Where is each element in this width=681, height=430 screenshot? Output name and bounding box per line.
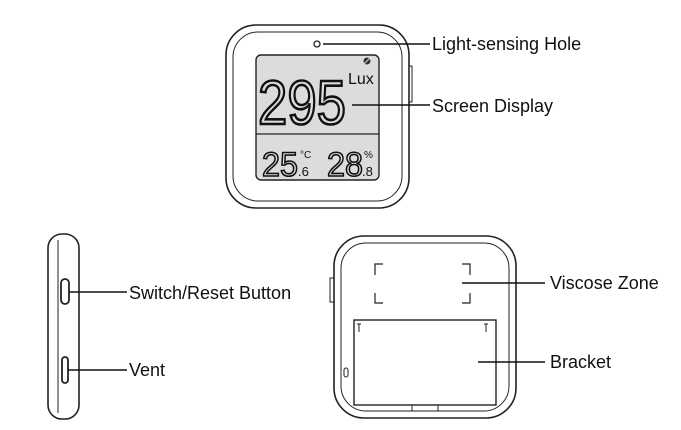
- front-outer-body: [225, 24, 410, 209]
- front-view: [225, 24, 413, 209]
- front-side-button: [408, 65, 413, 103]
- bracket-hinges: [357, 323, 488, 332]
- pairing-icon: [363, 57, 371, 65]
- bracket-label: Bracket: [550, 352, 612, 372]
- back-view: [329, 235, 517, 419]
- side-body: [47, 233, 80, 420]
- lux-unit: Lux: [348, 71, 374, 88]
- back-outer-body: [333, 235, 517, 419]
- temperature-unit: °C: [300, 150, 311, 161]
- vent-label: Vent: [129, 360, 166, 380]
- back-inner-bezel: [340, 242, 510, 412]
- temperature-value: 25: [262, 146, 298, 184]
- humidity-value: 28: [327, 146, 363, 184]
- side-view: [47, 233, 80, 420]
- humidity-decimal: .8: [362, 164, 373, 179]
- lux-value: 295: [258, 69, 346, 138]
- screen-display-label: Screen Display: [432, 96, 554, 116]
- humidity-unit: %: [364, 150, 373, 161]
- viscose-zone-label: Viscose Zone: [550, 273, 659, 293]
- callout-lines: [68, 43, 545, 371]
- temperature-decimal: .6: [298, 164, 309, 179]
- vent-icon: [61, 356, 69, 384]
- bracket: [353, 319, 497, 406]
- switch-reset-button-icon: [60, 278, 70, 305]
- switch-reset-button-label: Switch/Reset Button: [129, 283, 292, 303]
- back-small-slot: [343, 367, 349, 378]
- back-side-button: [329, 277, 335, 303]
- light-sensing-hole-icon: [313, 40, 321, 48]
- front-inner-bezel: [232, 31, 403, 202]
- viscose-zone: [374, 263, 471, 304]
- screen-display: [255, 54, 380, 181]
- light-sensing-hole-label: Light-sensing Hole: [432, 34, 582, 54]
- bracket-tab: [411, 404, 439, 412]
